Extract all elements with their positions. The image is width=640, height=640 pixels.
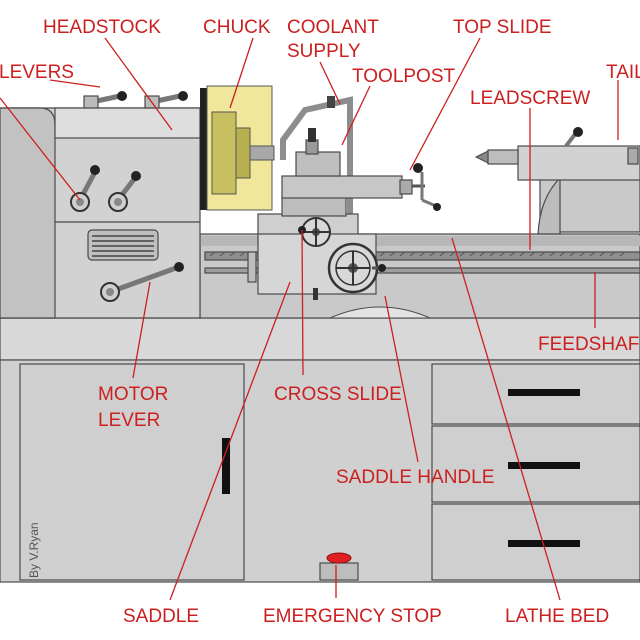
drawer-handle-middle [508,462,580,469]
motor-lever-handle [100,262,184,302]
drawer-handle-top [508,389,580,396]
label-lever: LEVER [98,410,160,431]
label-cross-slide: CROSS SLIDE [274,384,402,405]
tailstock-body [474,127,640,235]
feedshaft-bar [204,267,640,274]
label-emergency-stop: EMERGENCY STOP [263,606,442,627]
door-handle [222,438,230,494]
label-leadscrew: LEADSCREW [470,88,590,109]
cross-slide-wheel [298,217,331,247]
top-slide-body [281,175,403,199]
credit-text: By V.Ryan [27,522,41,578]
label-lathe-bed: LATHE BED [505,606,609,627]
label-motor: MOTOR [98,384,168,405]
cabinet [0,317,640,583]
label-feedshaft: FEEDSHAFT [538,334,640,355]
label-levers: LEVERS [0,62,74,83]
label-coolant: COOLANT [287,17,379,38]
cross-slide-body [281,195,347,217]
gear-lever-2 [108,171,141,212]
label-top-slide: TOP SLIDE [453,17,552,38]
label-tailstock: TAIL [606,62,640,83]
leader-lines [0,37,619,601]
label-chuck: CHUCK [203,17,271,38]
label-headstock: HEADSTOCK [43,17,161,38]
leadscrew-bar [204,251,640,261]
saddle-wheel [327,242,386,294]
top-lever-right [144,91,188,109]
coolant-pipe [280,96,353,215]
vent-grille [87,229,159,261]
emergency-stop-button [326,552,352,564]
top-lever-left [83,91,127,109]
gear-lever-1 [70,165,100,212]
label-saddle-handle: SADDLE HANDLE [336,467,494,488]
label-toolpost: TOOLPOST [352,66,456,87]
label-saddle: SADDLE [123,606,199,627]
left-cabinet-door [19,363,245,581]
emergency-stop-base [319,562,359,581]
label-supply: SUPPLY [287,41,361,62]
carriage [247,128,441,300]
toolpost-block [295,151,341,177]
drawer-handle-bottom [508,540,580,547]
headstock-body [0,91,201,319]
labels: HEADSTOCK CHUCK COOLANT SUPPLY TOP SLIDE… [0,17,640,627]
chuck-body [200,85,275,211]
